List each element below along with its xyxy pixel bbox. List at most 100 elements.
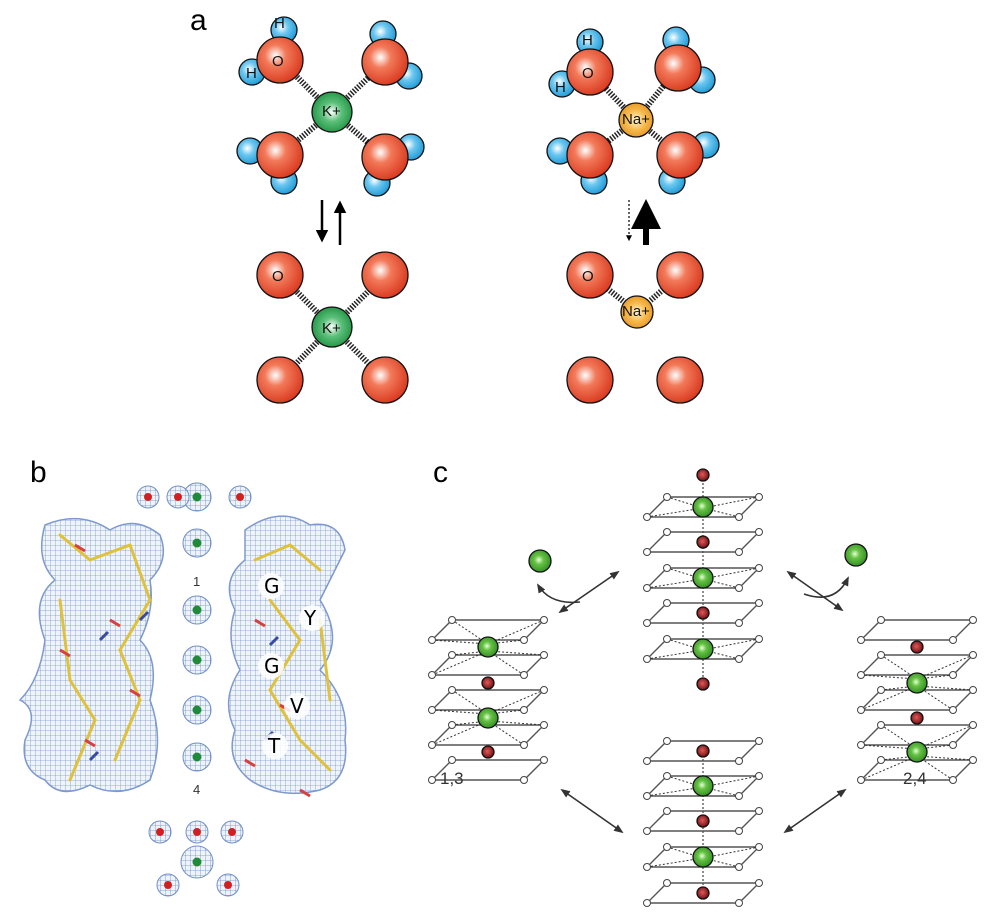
backbone-stick	[288, 543, 322, 572]
label-halo	[262, 733, 288, 759]
oxygen-plane	[428, 720, 548, 749]
potassium-ion	[477, 636, 499, 658]
potassium-label: K+	[322, 320, 341, 337]
oxygen-atom	[643, 655, 651, 663]
oxygen-atom	[256, 131, 304, 179]
site-label: 1	[193, 574, 200, 589]
panel-label-b: b	[30, 456, 47, 489]
oxygen-stick	[84, 738, 96, 748]
oxygen-atom	[857, 776, 865, 784]
oxygen-plane	[643, 564, 763, 592]
coordination-line	[646, 649, 704, 660]
sodium-ion	[618, 102, 654, 138]
oxygen-atom	[540, 616, 548, 624]
oxygen-atom	[877, 756, 885, 764]
electron-density-mesh	[18, 517, 165, 793]
water-molecule	[696, 744, 710, 758]
panel-c-ion-configurations	[428, 468, 977, 907]
oxygen-label: O	[272, 53, 284, 70]
water-molecule	[910, 640, 924, 654]
oxygen-atom	[857, 706, 865, 714]
potassium-ion	[692, 638, 714, 660]
oxygen-atom	[520, 776, 528, 784]
oxygen-atom	[735, 655, 743, 663]
oxygen-stick	[59, 648, 71, 658]
nitrogen-stick	[98, 630, 110, 642]
plane-outline	[430, 689, 546, 711]
oxygen-atom	[566, 356, 614, 404]
potassium-ion	[192, 752, 202, 762]
oxygen-atom	[755, 772, 763, 780]
backbone-stick	[268, 688, 302, 742]
oxygen-atom	[663, 599, 671, 607]
label-halo	[284, 693, 310, 719]
potassium-ion	[906, 672, 928, 694]
coordination-line	[702, 638, 760, 651]
oxygen-atom	[428, 636, 436, 644]
sodium-label: Na+	[622, 303, 650, 320]
backbone-stick	[253, 543, 292, 562]
hydrogen-label: H	[555, 79, 566, 96]
oxygen-atom	[735, 548, 743, 556]
oxygen-plane	[857, 616, 977, 644]
oxygen-atom	[663, 493, 671, 501]
coordination-line	[646, 578, 704, 589]
backbone-stick	[58, 598, 72, 682]
transition-arrow	[783, 788, 847, 834]
oxygen-atom	[361, 251, 409, 299]
water-oxygen	[156, 828, 164, 836]
oxygen-atom	[877, 616, 885, 624]
label-halo	[258, 573, 284, 599]
oxygen-atom	[969, 686, 977, 694]
state-label-2-4: 2,4	[903, 769, 927, 788]
plane-outline	[859, 619, 975, 641]
panel-a-labels: H H O K+ O K+ H H O Na+ O Na+	[246, 15, 650, 337]
oxygen-atom	[520, 671, 528, 679]
site-label: 4	[193, 782, 200, 797]
water-molecule	[696, 606, 710, 620]
sodium-label: Na+	[622, 111, 650, 128]
oxygen-atom	[643, 899, 651, 907]
oxygen-atom	[520, 706, 528, 714]
oxygen-atom	[735, 827, 743, 835]
coordination-bond	[278, 109, 334, 158]
water-oxygen	[164, 881, 172, 889]
oxygen-label: O	[272, 268, 284, 285]
oxygen-plane	[428, 756, 548, 784]
nitrogen-stick	[138, 610, 150, 622]
oxygen-atom	[877, 651, 885, 659]
oxygen-atom	[428, 741, 436, 749]
water-oxygen	[236, 493, 244, 501]
coordination-line	[702, 775, 760, 788]
backbone-stick	[268, 598, 302, 642]
oxygen-plane	[643, 843, 763, 871]
oxygen-atom	[877, 686, 885, 694]
backbone-stick	[88, 543, 132, 562]
oxygen-atom	[540, 651, 548, 659]
oxygen-atom	[857, 741, 865, 749]
hydrogen-label: H	[274, 15, 285, 32]
oxygen-atom	[428, 776, 436, 784]
oxygen-atom	[663, 737, 671, 745]
backbone-stick	[58, 533, 92, 562]
oxygen-atom	[755, 528, 763, 536]
backbone-stick	[68, 718, 97, 782]
oxygen-atom	[566, 48, 614, 96]
water-molecule	[696, 468, 710, 482]
oxygen-plane	[428, 686, 548, 715]
free-potassium-ion	[528, 549, 552, 573]
residue-label: G	[264, 574, 280, 598]
nitrogen-stick	[88, 750, 100, 762]
oxygen-atom	[755, 564, 763, 572]
oxygen-atom	[735, 757, 743, 765]
oxygen-atom	[654, 44, 702, 92]
oxygen-atom	[361, 38, 409, 86]
oxygen-atom	[949, 671, 957, 679]
oxygen-atom	[566, 131, 614, 179]
coordination-line	[702, 496, 760, 509]
panel-b-electron-density	[18, 482, 347, 897]
coordination-line	[487, 720, 545, 726]
panel-a-hydration-diagram	[236, 16, 720, 404]
water-oxygen	[193, 828, 201, 836]
